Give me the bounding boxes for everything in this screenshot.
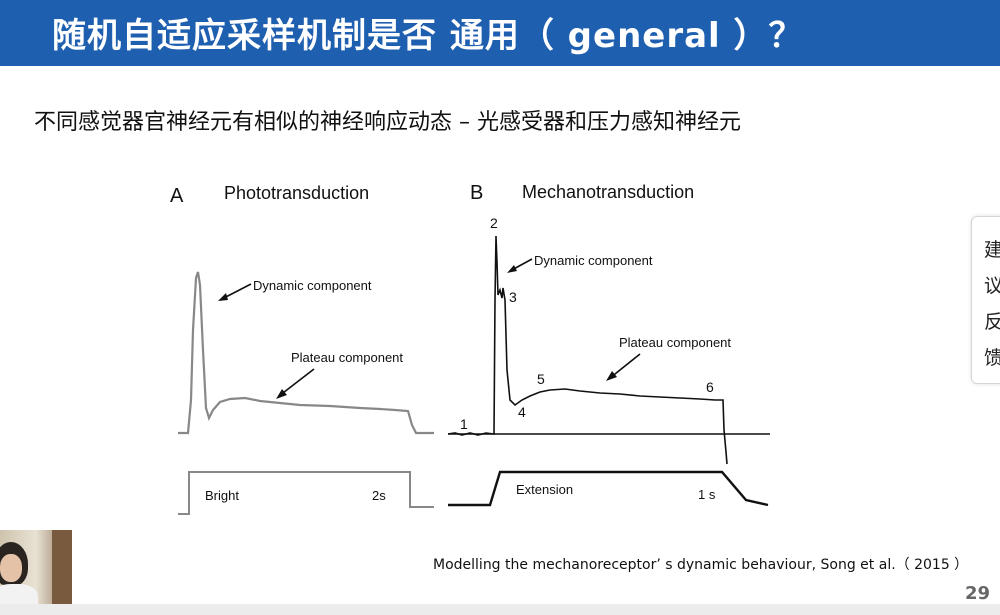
panel-b-response-trace <box>447 235 728 465</box>
panel-b-stimulus-label: Extension <box>516 482 573 497</box>
panel-a-plateau-arrow <box>278 368 315 397</box>
panel-b-letter: B <box>470 182 483 204</box>
presenter-webcam <box>0 530 72 608</box>
presenter-face <box>0 554 22 582</box>
panel-a-title: Phototransduction <box>224 183 369 203</box>
panel-a-stimulus-label: Bright <box>205 488 239 503</box>
panel-a-dynamic-arrowhead <box>218 293 228 301</box>
slide-title: 随机自适应采样机制是否 通用（ general ）？ <box>52 16 804 56</box>
webcam-door <box>52 530 72 608</box>
panel-b-point-6: 6 <box>706 379 714 395</box>
feedback-char: 议 <box>984 275 1000 297</box>
panel-b-dynamic-arrowhead <box>507 265 517 273</box>
panel-a-stimulus-trace <box>178 471 434 515</box>
panel-b-title: Mechanotransduction <box>522 182 694 202</box>
panel-a-plateau-label: Plateau component <box>291 350 403 365</box>
slide-subtitle: 不同感觉器官神经元有相似的神经响应动态 – 光感受器和压力感知神经元 <box>34 110 741 135</box>
panel-b-point-4: 4 <box>518 404 526 420</box>
feedback-char: 馈 <box>984 347 1000 369</box>
panel-b-point-5: 5 <box>537 371 545 387</box>
panel-a-response-trace <box>178 271 434 435</box>
panel-b-plateau-arrow <box>609 353 641 379</box>
panel-a-plateau-arrowhead <box>276 389 287 399</box>
panel-b-plateau-label: Plateau component <box>619 335 731 350</box>
panel-a-duration-label: 2s <box>372 488 386 503</box>
page-number: 29 <box>964 583 990 604</box>
feedback-char: 反 <box>984 311 1000 333</box>
panel-a-dynamic-label: Dynamic component <box>253 278 372 293</box>
panel-b-point-1: 1 <box>460 416 468 432</box>
bottom-bar <box>0 604 1000 615</box>
panel-b-point-2: 2 <box>490 215 498 231</box>
citation-text: Modelling the mechanoreceptor’ s dynamic… <box>433 557 969 573</box>
panel-b-dynamic-label: Dynamic component <box>534 253 653 268</box>
feedback-panel[interactable]: 建 议 反 馈 <box>971 216 1000 384</box>
panel-b-duration-label: 1 s <box>698 487 716 502</box>
panel-b-stimulus-trace <box>448 470 769 507</box>
panel-a-letter: A <box>170 185 184 207</box>
slide-header: 随机自适应采样机制是否 通用（ general ）？ <box>0 0 1000 66</box>
feedback-char: 建 <box>984 239 1000 261</box>
panel-b-plateau-arrowhead <box>606 371 617 381</box>
panel-b-point-3: 3 <box>509 289 517 305</box>
